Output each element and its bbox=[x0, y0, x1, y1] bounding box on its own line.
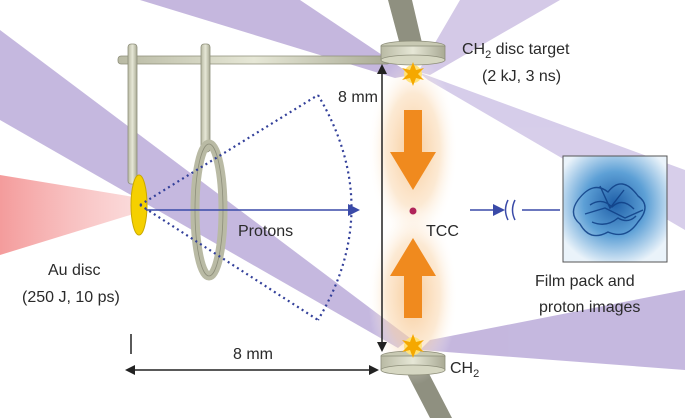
label-au-params: (250 J, 10 ps) bbox=[22, 289, 120, 306]
drive-beam-lower-right bbox=[420, 290, 685, 370]
short-pulse-laser bbox=[0, 175, 140, 255]
label-horizontal-distance: 8 mm bbox=[233, 346, 273, 363]
mount-post-right bbox=[200, 43, 211, 153]
drive-beam-upper-right bbox=[418, 0, 560, 75]
ch2-target-top bbox=[380, 40, 446, 66]
label-protons: Protons bbox=[238, 223, 293, 240]
label-target-top-params: (2 kJ, 3 ns) bbox=[482, 68, 561, 85]
mount-horizontal-bar bbox=[117, 55, 391, 65]
label-target-top: CH2 disc target bbox=[462, 41, 570, 61]
plasma-flow-arrow-up bbox=[390, 238, 436, 318]
label-tcc: TCC bbox=[426, 223, 459, 240]
film-pack bbox=[562, 155, 668, 263]
label-vertical-distance: 8 mm bbox=[338, 89, 378, 106]
laser-spot-bottom bbox=[402, 334, 424, 358]
drive-beam-lower-left bbox=[0, 30, 410, 348]
label-au-disc: Au disc bbox=[48, 262, 100, 279]
label-film-line1: Film pack and bbox=[535, 273, 635, 290]
au-disc bbox=[130, 174, 148, 236]
label-film-line2: proton images bbox=[539, 299, 640, 316]
plasma-flow-arrow-down bbox=[390, 110, 436, 190]
label-target-bottom: CH2 bbox=[450, 360, 479, 380]
mount-post-left bbox=[127, 43, 138, 185]
tcc-dot bbox=[409, 207, 417, 215]
axis-break-symbol bbox=[504, 199, 516, 221]
proton-cone bbox=[139, 94, 353, 321]
proton-image bbox=[572, 183, 646, 237]
drive-beam-upper-left bbox=[140, 0, 412, 78]
laser-spot-top bbox=[402, 62, 424, 86]
